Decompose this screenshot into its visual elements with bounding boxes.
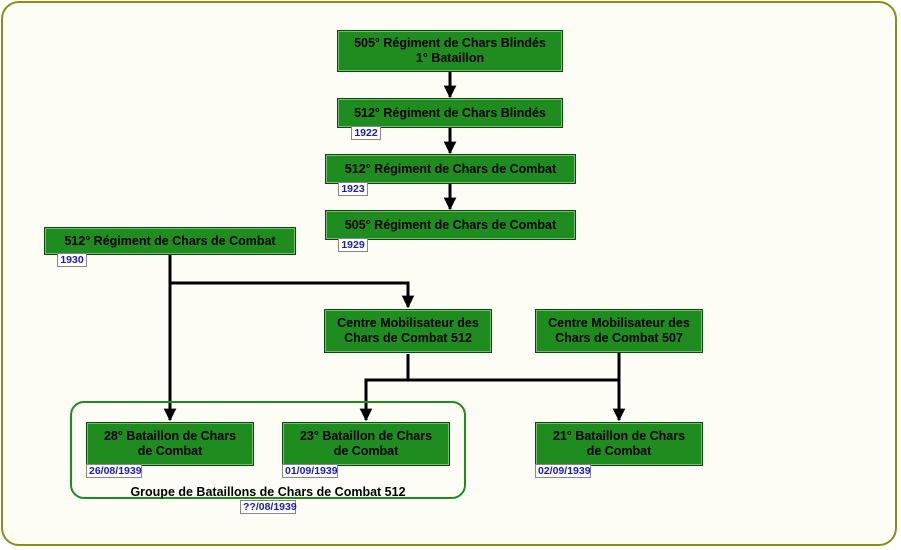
node-line: 21° Bataillon de Chars xyxy=(552,429,686,443)
node-21-bataillon-chars-combat: 21° Bataillon de Chars de Combat xyxy=(535,422,703,466)
node-505-regiment-chars-blindes: 505° Régiment de Chars Blindés 1° Batail… xyxy=(337,30,563,72)
node-line: 28° Bataillon de Chars xyxy=(103,429,237,443)
node-512-regiment-chars-combat-1923: 512° Régiment de Chars de Combat xyxy=(325,154,576,184)
node-line: Chars de Combat 512 xyxy=(344,331,472,345)
node-line: 512° Régiment de Chars Blindés xyxy=(354,105,546,120)
node-line: Centre Mobilisateur des xyxy=(548,316,690,330)
date-badge: 1922 xyxy=(351,126,381,140)
date-badge: 1929 xyxy=(338,238,368,252)
node-line: Centre Mobilisateur des xyxy=(337,316,479,330)
node-512-regiment-chars-blindes: 512° Régiment de Chars Blindés xyxy=(337,98,563,128)
node-line: 512° Régiment de Chars de Combat xyxy=(64,233,276,248)
node-line: 23° Bataillon de Chars xyxy=(299,429,433,443)
group-container xyxy=(70,401,466,499)
node-line: Chars de Combat 507 xyxy=(555,331,683,345)
node-line: de Combat xyxy=(137,444,203,458)
node-centre-mobilisateur-507: Centre Mobilisateur des Chars de Combat … xyxy=(535,309,703,353)
node-505-regiment-chars-combat: 505° Régiment de Chars de Combat xyxy=(325,210,576,240)
node-centre-mobilisateur-512: Centre Mobilisateur des Chars de Combat … xyxy=(324,309,492,353)
date-badge: 1930 xyxy=(57,253,87,267)
connector-cm512-23bcc xyxy=(359,354,410,422)
group-label: Groupe de Bataillons de Chars de Combat … xyxy=(130,485,406,499)
date-badge: 1923 xyxy=(338,182,368,196)
node-line: de Combat xyxy=(586,444,652,458)
node-line: de Combat xyxy=(333,444,399,458)
node-23-bataillon-chars-combat: 23° Bataillon de Chars de Combat xyxy=(282,422,450,466)
connector-512rcc1930-cm512 xyxy=(170,281,415,309)
group-date-badge: ??/08/1939 xyxy=(240,500,297,514)
node-28-bataillon-chars-combat: 28° Bataillon de Chars de Combat xyxy=(86,422,254,466)
node-line: 1° Bataillon xyxy=(415,51,485,65)
date-badge: 26/08/1939 xyxy=(86,464,142,478)
node-line: 505° Régiment de Chars de Combat xyxy=(344,217,557,232)
node-512-regiment-chars-combat-1930: 512° Régiment de Chars de Combat xyxy=(44,227,296,255)
date-badge: 01/09/1939 xyxy=(282,464,338,478)
node-line: 505° Régiment de Chars Blindés xyxy=(354,36,546,50)
date-badge: 02/09/1939 xyxy=(535,464,591,478)
node-line: 512° Régiment de Chars de Combat xyxy=(344,161,557,176)
